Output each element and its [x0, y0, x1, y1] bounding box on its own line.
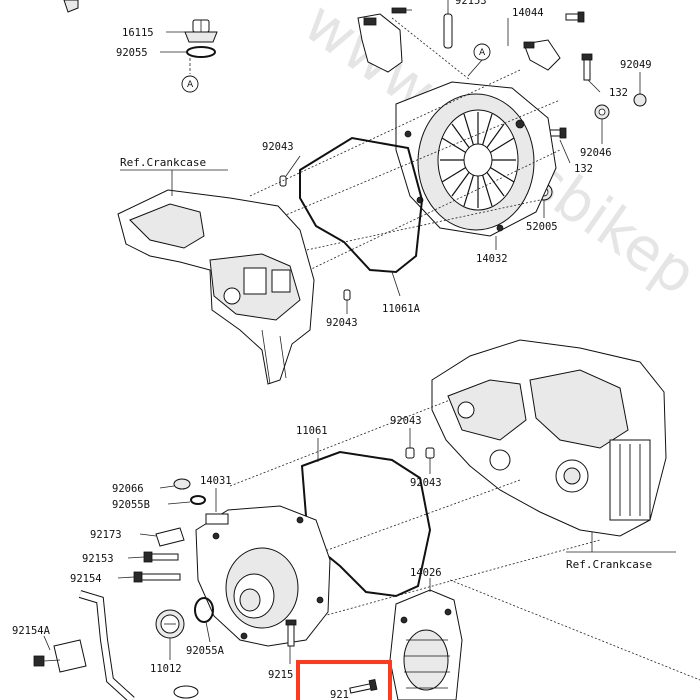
label-14031: 14031: [200, 475, 232, 487]
ref-label-crankcase-top: Ref.Crankcase: [120, 156, 206, 169]
ref-crankcase-upper: [117, 189, 315, 385]
label-132-a: 132: [609, 87, 628, 99]
label-92055-top: 92055: [116, 47, 148, 59]
label-partial-bottom: 921: [330, 689, 349, 700]
part-92066-plug: [173, 478, 191, 490]
alignment-lines-top: [249, 17, 561, 285]
label-14032: 14032: [476, 253, 508, 265]
part-16115-oil-cap: [184, 19, 218, 43]
part-92154A-bracket: [33, 639, 87, 673]
corner-fragment: [63, 0, 79, 13]
label-52005: 52005: [526, 221, 558, 233]
part-bolt-top-right: [565, 11, 585, 23]
label-92154: 92154: [70, 573, 102, 585]
part-92043-dowel-c: [405, 447, 415, 459]
part-bracket-top: [357, 7, 412, 73]
label-92055B: 92055B: [112, 499, 150, 511]
part-92043-dowel-b: [343, 289, 351, 301]
part-92153-bolt-bottom: [285, 619, 297, 647]
label-14026: 14026: [410, 567, 442, 579]
part-92055-oring: [186, 46, 216, 58]
part-92043-dowel-d: [425, 447, 435, 459]
label-92153-bottom: 9215: [268, 669, 293, 681]
label-92043-b: 92043: [326, 317, 358, 329]
part-92055A-oring: [194, 597, 214, 623]
label-11012: 11012: [150, 663, 182, 675]
label-11061A: 11061A: [382, 303, 421, 315]
label-92043-c: 92043: [390, 415, 422, 427]
label-92154A: 92154A: [12, 625, 51, 637]
label-92043-a: 92043: [262, 141, 294, 153]
highlight-box: [296, 660, 392, 700]
label-14044: 14044: [512, 7, 544, 19]
part-92173-clamp: [155, 527, 185, 547]
label-92153-top: 92153: [455, 0, 487, 7]
part-14044-bracket: [523, 39, 561, 71]
svg-text:A: A: [479, 48, 486, 58]
label-11061: 11061: [296, 425, 328, 437]
svg-text:A: A: [187, 80, 194, 90]
alignment-lines-lower: [229, 399, 700, 681]
part-92153-top-bolt: [443, 0, 453, 49]
label-92153-mid: 92153: [82, 553, 114, 565]
part-92154-bolt: [133, 571, 181, 583]
part-132-bolt-a: [581, 53, 593, 81]
callout-a-left: [181, 75, 199, 93]
part-92153-bolt-mid: [143, 551, 179, 563]
part-14026-sprocket-cover: [389, 589, 463, 700]
part-11012-cap: [155, 609, 185, 639]
highlighted-bolt: [349, 679, 378, 694]
part-14031-generator-cover: [195, 505, 331, 647]
part-92055B-oring: [190, 495, 206, 505]
label-92043-d: 92043: [410, 477, 442, 489]
part-92049-seal: [633, 93, 647, 107]
part-14032-clutch-cover: [395, 81, 557, 237]
part-11061A-gasket: [299, 136, 424, 274]
label-92066: 92066: [112, 483, 144, 495]
ref-crankcase-lower: [431, 339, 667, 537]
label-92173: 92173: [90, 529, 122, 541]
label-92046: 92046: [580, 147, 612, 159]
label-92049: 92049: [620, 59, 652, 71]
label-132-b: 132: [574, 163, 593, 175]
label-16115: 16115: [122, 27, 154, 39]
ref-label-crankcase-bottom: Ref.Crankcase: [566, 558, 652, 571]
label-92055A: 92055A: [186, 645, 225, 657]
callout-a-top: [473, 43, 491, 61]
